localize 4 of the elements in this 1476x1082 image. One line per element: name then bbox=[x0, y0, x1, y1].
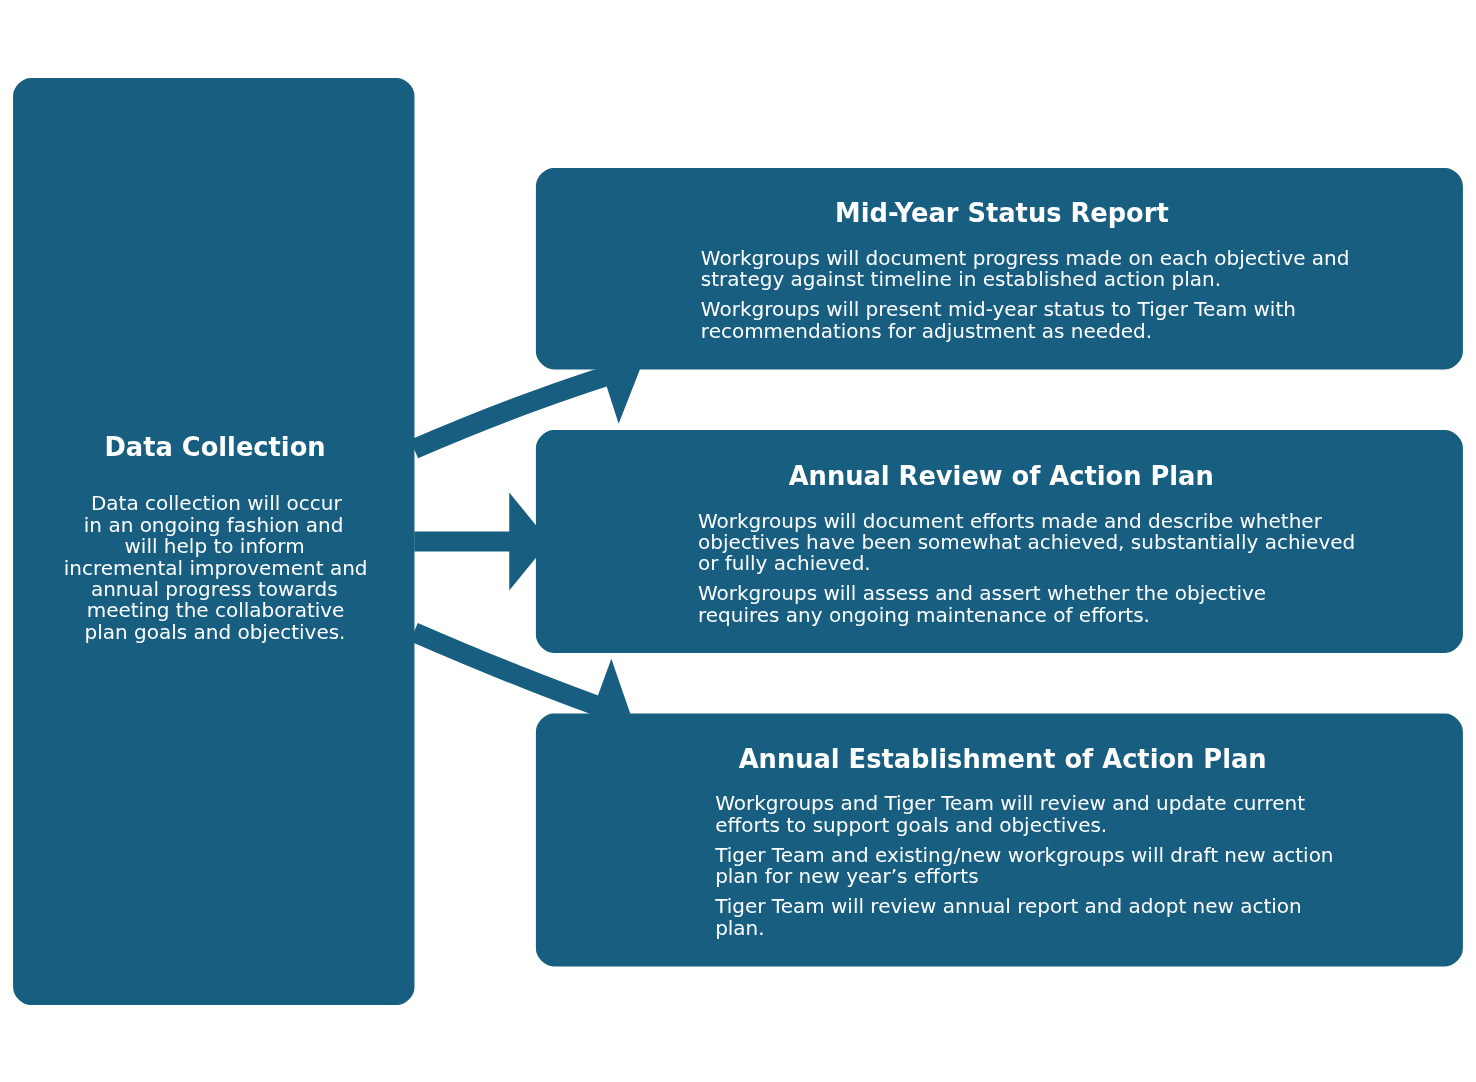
node-box: Data Collection Data collection will occur in an ongoing fashion and will help to inform incremental improvement and annual progress towards meeting the collaborative plan goals and objectives. bbox=[13, 77, 415, 1005]
node-box: Annual Review of Action Plan Workgroups will document efforts made and describe whether objectives have been somewhat achieved, substantially achieved or fully achieved. Workgroups will assess and assert whether the objective requires any ongoing maintenance of efforts. bbox=[535, 429, 1463, 653]
node-box: Annual Establishment of Action Plan Workgroups and Tiger Team will review and update current efforts to support goals and objectives. Tiger Team and existing/new workgroups will draft new action plan for new year’s efforts Tiger Team will review annual report and adopt new action plan. bbox=[535, 713, 1463, 966]
node-box: Mid-Year Status Report Workgroups will document progress made on each objective and strategy against timeline in established action plan. Workgroups will present mid-year status to Tiger Team with recommendations for adjustment as needed. bbox=[535, 167, 1463, 369]
